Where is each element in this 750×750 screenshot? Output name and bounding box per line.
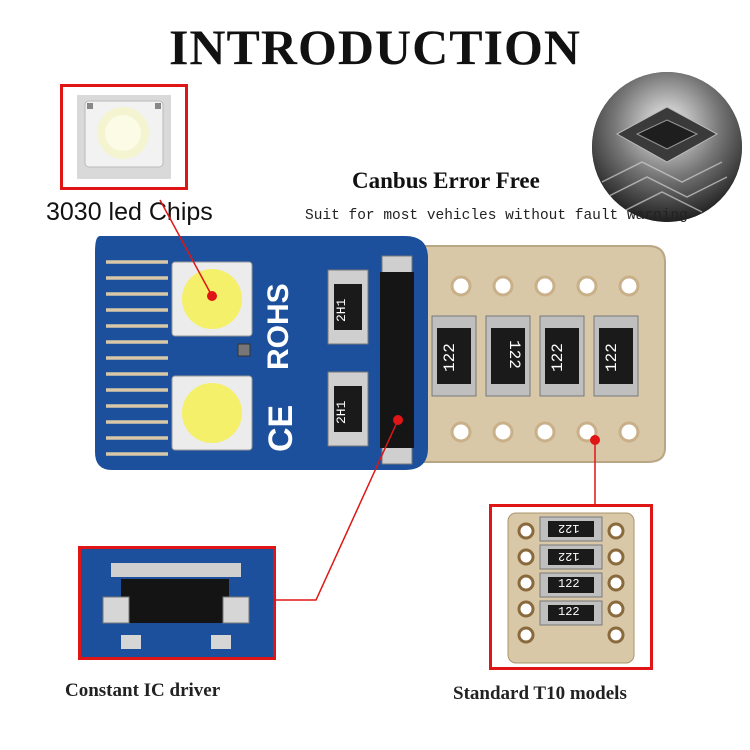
feature-description: Suit for most vehicles without fault war… [305,208,688,224]
resistor-label: 122 [558,521,580,535]
resistor-label: 2H1 [334,400,349,424]
processor-image [592,72,742,222]
resistor-label: 2H1 [334,298,349,322]
resistor-label: 122 [558,577,580,591]
t10-model-callout: 122 122 122 122 [489,504,653,670]
page-title: INTRODUCTION [168,19,582,75]
feature-title: Canbus Error Free [352,168,540,193]
ic-driver-callout [78,546,276,660]
resistor-label: 122 [603,343,621,372]
resistor-label: 122 [549,343,567,372]
rohs-mark: ROHS [262,283,295,370]
t10-model-label: Standard T10 models [453,683,627,704]
ce-mark: CE [262,404,300,452]
led-chip-callout [60,84,188,190]
ic-driver-label: Constant IC driver [65,680,221,701]
resistor-label: 122 [505,340,523,369]
resistor-label: 122 [558,549,580,563]
ic-driver-closeup [81,549,273,657]
t10-board-closeup [507,512,635,664]
resistor-label: 122 [558,605,580,619]
chip-label: 3030 led Chips [46,198,213,226]
ic-driver [380,255,414,465]
resistor-label: 122 [441,343,459,372]
led-chip-bottom [171,375,253,451]
led-chip-closeup [77,95,171,179]
led-chip-top [171,261,253,337]
